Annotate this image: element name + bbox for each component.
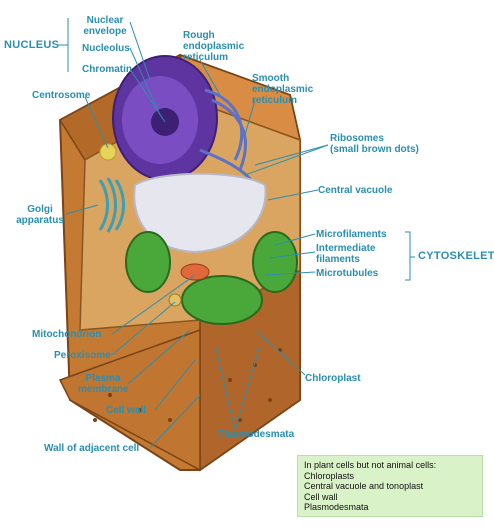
legend-item: Plasmodesmata [304, 502, 476, 513]
legend-box: In plant cells but not animal cells: Chl… [297, 455, 483, 517]
label-microfilaments: Microfilaments [316, 229, 387, 240]
legend-item: Cell wall [304, 492, 476, 503]
label-intermediate-filaments: Intermediate filaments [316, 243, 375, 265]
label-central-vacuole: Central vacuole [318, 185, 392, 196]
label-golgi: Golgi apparatus [14, 204, 66, 226]
label-chromatin: Chromatin [82, 64, 132, 75]
label-nucleolus: Nucleolus [82, 43, 130, 54]
label-plasma-membrane: Plasma membrane [78, 373, 128, 395]
label-ribosomes: Ribosomes (small brown dots) [330, 133, 419, 155]
legend-item: Central vacuole and tonoplast [304, 481, 476, 492]
mitochondrion-shape [181, 264, 209, 280]
peroxisome-shape [169, 294, 181, 306]
label-cell-wall: Cell wall [106, 405, 146, 416]
centrosome-shape [100, 144, 116, 160]
label-microtubules: Microtubules [316, 268, 378, 279]
label-mitochondrion: Mitochondrion [32, 329, 101, 340]
label-cytoskeleton: CYTOSKELETON [418, 251, 494, 262]
legend-heading: In plant cells but not animal cells: [304, 460, 476, 471]
label-wall-adjacent-cell: Wall of adjacent cell [44, 443, 139, 454]
label-smooth-er: Smooth endoplasmic reticulum [252, 73, 313, 106]
label-nuclear-envelope: Nuclear envelope [82, 15, 128, 37]
legend-item: Chloroplasts [304, 471, 476, 482]
label-peroxisome: Peroxisome [54, 350, 111, 361]
label-chloroplast: Chloroplast [305, 373, 361, 384]
label-rough-er: Rough endoplasmic reticulum [183, 30, 244, 63]
label-centrosome: Centrosome [32, 90, 90, 101]
label-plasmodesmata: Plasmodesmata [218, 429, 294, 440]
label-nucleus: NUCLEUS [4, 40, 59, 51]
